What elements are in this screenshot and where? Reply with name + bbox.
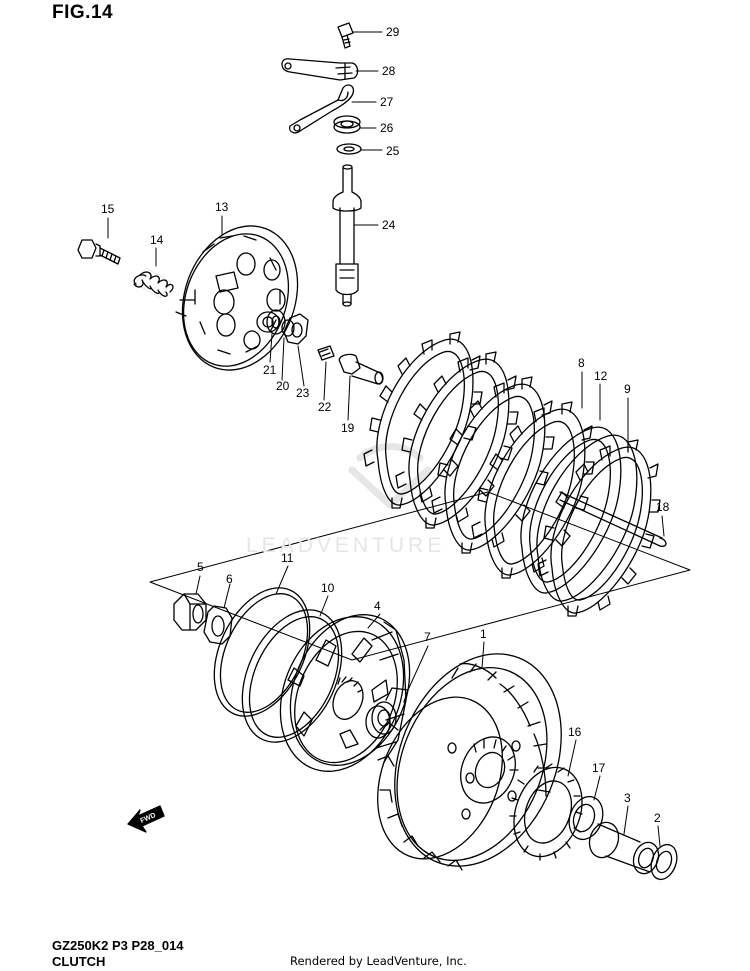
part-13-pressure-plate <box>175 225 299 371</box>
callout-15: 15 <box>101 202 115 216</box>
part-6-washer <box>203 605 233 645</box>
callout-14: 14 <box>150 233 164 247</box>
callout-12: 12 <box>594 369 608 383</box>
callout-29: 29 <box>386 25 400 39</box>
assembly-outline <box>149 491 691 661</box>
callout-2: 2 <box>654 811 661 825</box>
callout-16: 16 <box>568 725 582 739</box>
part-26-oil-seal <box>333 115 361 134</box>
figure-label: FIG.14 <box>52 2 114 23</box>
callout-27: 27 <box>380 95 394 109</box>
part-4-sleeve-hub <box>279 614 411 772</box>
callout-26: 26 <box>380 121 394 135</box>
part-17-spacer <box>568 795 604 841</box>
leadventure-watermark-logo <box>348 443 432 509</box>
callout-3: 3 <box>624 791 631 805</box>
callout-7: 7 <box>424 630 431 644</box>
callout-4: 4 <box>374 599 381 613</box>
leader-lines <box>107 31 665 847</box>
part-14-clutch-spring <box>133 267 174 299</box>
callout-9: 9 <box>624 382 631 396</box>
callout-22: 22 <box>318 400 332 414</box>
part-7-washer <box>365 701 397 739</box>
callout-10: 10 <box>321 581 335 595</box>
part-20-washer <box>281 319 295 337</box>
part-3-bushing <box>588 821 660 875</box>
part-23-nut <box>283 313 309 345</box>
callout-17: 17 <box>592 761 606 775</box>
part-11-wire-ring <box>213 587 311 717</box>
callout-25: 25 <box>386 144 400 158</box>
callout-1: 1 <box>480 627 487 641</box>
section-name: CLUTCH <box>52 954 106 969</box>
part-15-bolt <box>77 239 121 265</box>
part-27-release-lever <box>289 84 355 134</box>
part-1-clutch-housing <box>377 653 562 871</box>
callout-19: 19 <box>341 421 355 435</box>
callout-13: 13 <box>215 200 229 214</box>
part-22-push-piece <box>317 345 335 361</box>
fwd-arrow <box>127 805 165 833</box>
part-28-release-arm <box>281 58 359 81</box>
callout-6: 6 <box>226 572 233 586</box>
callout-5: 5 <box>197 560 204 574</box>
callout-8: 8 <box>578 356 585 370</box>
render-credit: Rendered by LeadVenture, Inc. <box>290 954 467 968</box>
part-16-primary-driven-gear <box>509 763 583 861</box>
model-code: GZ250K2 P3 P28_014 <box>52 938 184 953</box>
callout-21: 21 <box>263 363 277 377</box>
part-25-washer <box>336 143 362 155</box>
part-24-release-camshaft <box>332 164 362 307</box>
callout-24: 24 <box>382 218 396 232</box>
part-2-washer <box>650 843 678 881</box>
callout-28: 28 <box>382 64 396 78</box>
part-29-bolt <box>337 22 354 49</box>
part-19-push-rod-end <box>338 353 384 385</box>
part-21-bearing <box>266 309 286 335</box>
callout-23: 23 <box>296 386 310 400</box>
clutch-plate-stack <box>363 331 667 617</box>
part-5-nut <box>173 593 207 631</box>
watermark-text: LEADVENTURE <box>246 534 445 557</box>
callout-18: 18 <box>656 500 670 514</box>
callout-20: 20 <box>276 379 290 393</box>
callout-11: 11 <box>281 551 294 565</box>
